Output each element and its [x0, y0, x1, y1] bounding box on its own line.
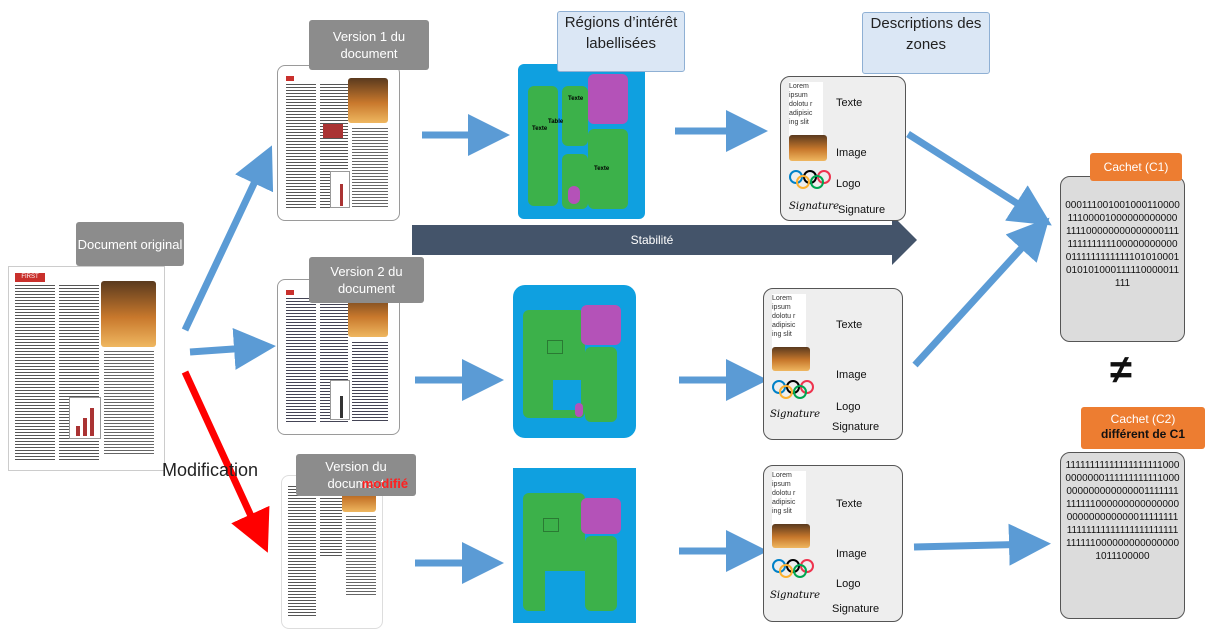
- desc-logo: Logo: [836, 578, 861, 590]
- arrow-desc2-to-c1: [912, 217, 1050, 368]
- desc-texte: Texte: [836, 97, 863, 109]
- lorem-text: Lorem ipsum dolotu r adipisic ing slit: [789, 82, 823, 137]
- text-column: [15, 285, 55, 460]
- desc-image: Image: [836, 369, 867, 381]
- label-descriptions: Descriptions des zones: [862, 12, 990, 74]
- olympic-rings-icon: [787, 169, 833, 189]
- arrow-desc3-to-c2: [913, 523, 1051, 566]
- regions-panel-3: [513, 468, 636, 623]
- desc-signature: Signature: [832, 421, 880, 433]
- segment-label: Texte: [594, 166, 610, 172]
- desc-logo: Logo: [836, 401, 861, 413]
- label-regions: Régions d’intérêt labellisées: [557, 11, 685, 72]
- cachet-c2-bits: 1111111111111111111100000000001111111111…: [1065, 460, 1180, 562]
- label-modified-highlight: modifié: [361, 476, 409, 491]
- label-document-original: Document original: [76, 222, 184, 266]
- arrow-desc1-to-c1: [906, 131, 1052, 226]
- desc-image-thumb: [789, 135, 827, 161]
- not-equal-symbol: ≠: [1110, 348, 1132, 392]
- label-version-modified: Version du document modifié: [296, 454, 416, 496]
- lorem-text: Lorem ipsum dolotu r adipisic ing slit: [772, 471, 806, 526]
- cachet-c2-label: Cachet (C2) différent de C1: [1081, 407, 1205, 449]
- desc-logo: Logo: [836, 178, 861, 190]
- desc-image-thumb: [772, 524, 810, 548]
- segment-label: Texte: [532, 126, 548, 132]
- label-version-modified-text: Version du document: [325, 459, 387, 491]
- modified-version-thumbnail: [281, 475, 383, 629]
- signature-image: Signature: [789, 201, 840, 212]
- olympic-rings-icon: [770, 379, 816, 399]
- arrow-original-to-v1: [181, 145, 274, 332]
- doc-photo: [101, 281, 156, 347]
- description-card-1: Lorem ipsum dolotu r adipisic ing slit T…: [780, 76, 906, 221]
- text-column: [104, 351, 154, 456]
- stability-arrow: [412, 215, 917, 265]
- desc-image: Image: [836, 548, 867, 560]
- doc-header: FIRST: [15, 273, 45, 282]
- label-version2: Version 2 du document: [309, 257, 424, 303]
- desc-texte: Texte: [836, 498, 863, 510]
- signature-image: Signature: [770, 590, 821, 601]
- arrow-modification: [181, 370, 270, 553]
- signature-image: Signature: [770, 409, 821, 420]
- cachet-c2-title: Cachet (C2): [1110, 412, 1176, 426]
- olympic-rings-icon: [770, 558, 816, 578]
- cachet-c1-title: Cachet (C1): [1090, 153, 1182, 181]
- cachet-c2-subtitle: différent de C1: [1100, 427, 1185, 441]
- cachet-c1-bits: 0001110010010001100001110000100000000000…: [1065, 200, 1180, 289]
- description-card-3: Lorem ipsum dolotu r adipisic ing slit T…: [763, 465, 903, 622]
- stability-label: Stabilité: [630, 233, 674, 247]
- desc-signature: Signature: [838, 204, 886, 216]
- segment-label: Texte: [568, 96, 584, 102]
- desc-texte: Texte: [836, 319, 863, 331]
- regions-panel-2: [513, 285, 636, 438]
- cachet-c2-card: 1111111111111111111100000000001111111111…: [1060, 452, 1185, 619]
- description-card-2: Lorem ipsum dolotu r adipisic ing slit T…: [763, 288, 903, 440]
- label-version1: Version 1 du document: [309, 20, 429, 70]
- doc-chart: [69, 397, 101, 439]
- version1-thumbnail: [277, 65, 400, 221]
- segment-label: Table: [548, 119, 564, 125]
- regions-panel-1: Texte Table Texte Texte: [518, 64, 645, 219]
- modification-label: Modification: [162, 460, 259, 480]
- cachet-c1-card: 0001110010010001100001110000100000000000…: [1060, 176, 1185, 342]
- desc-image: Image: [836, 147, 867, 159]
- lorem-text: Lorem ipsum dolotu r adipisic ing slit: [772, 294, 806, 349]
- desc-signature: Signature: [832, 603, 880, 615]
- arrow-original-to-v2: [189, 327, 276, 370]
- desc-image-thumb: [772, 347, 810, 371]
- original-document-thumbnail: FIRST: [8, 266, 165, 471]
